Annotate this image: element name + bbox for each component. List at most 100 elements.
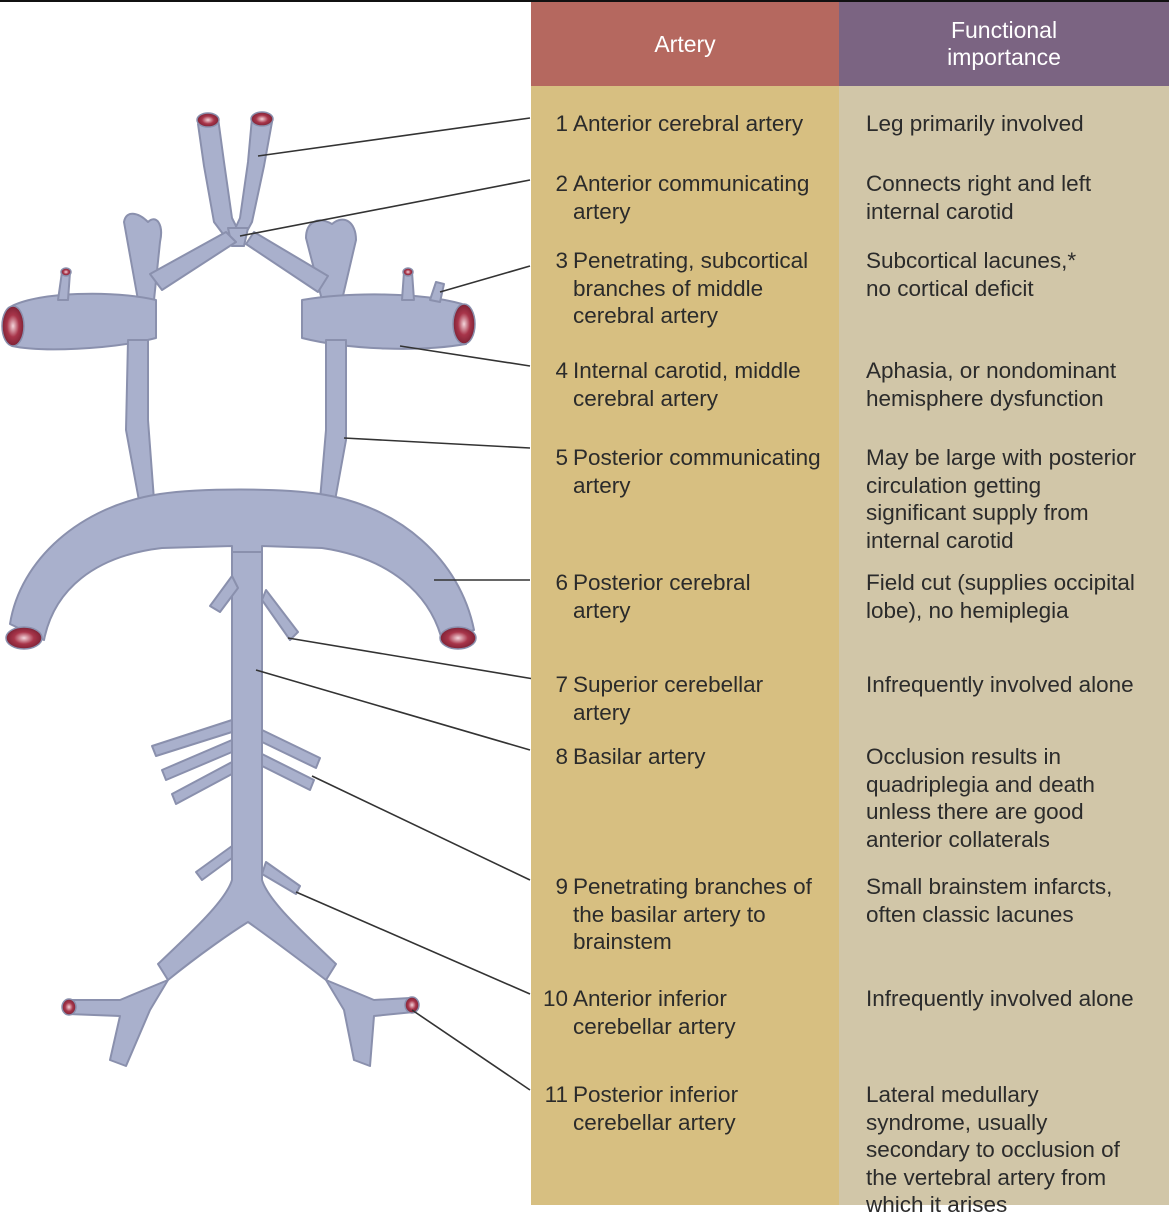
basilar-branch-l2 bbox=[161, 739, 233, 781]
artery-header: Artery bbox=[531, 2, 839, 86]
functional-importance-column bbox=[839, 86, 1169, 1205]
artery-name-line: Penetrating, subcortical bbox=[573, 248, 809, 273]
superior-cerebellar-left bbox=[209, 575, 239, 613]
lumen-aica-right bbox=[404, 996, 420, 1014]
artery-name-line: Penetrating branches of bbox=[573, 874, 812, 899]
basilar-branch-r2 bbox=[261, 753, 315, 791]
functional-importance-line: circulation getting bbox=[866, 472, 1042, 498]
artery-name-line: cerebral artery bbox=[573, 385, 719, 411]
artery-name-line: cerebellar artery bbox=[573, 1109, 736, 1135]
leader-5 bbox=[343, 437, 531, 449]
artery-column bbox=[531, 86, 839, 1205]
row-number-9: 9 bbox=[555, 874, 568, 899]
artery-name-line: the basilar artery to bbox=[573, 901, 766, 927]
basilar-branch-r1 bbox=[261, 729, 321, 769]
functional-importance-line: May be large with posterior bbox=[866, 445, 1137, 470]
row-number-4: 4 bbox=[555, 358, 568, 383]
artery-name-line: brainstem bbox=[573, 929, 672, 954]
functional-importance-line: hemisphere dysfunction bbox=[866, 385, 1104, 411]
functional-importance-line: anterior collaterals bbox=[866, 826, 1050, 852]
basilar-branch-l4 bbox=[195, 845, 233, 881]
artery-name-line: artery bbox=[573, 699, 631, 725]
leader-10 bbox=[295, 891, 531, 995]
artery-name-line: cerebellar artery bbox=[573, 1013, 736, 1039]
leader-8 bbox=[255, 669, 531, 751]
functional-header-line-2: importance bbox=[947, 44, 1061, 70]
functional-importance-7: Infrequently involved alone bbox=[866, 671, 1162, 699]
row-number-2: 2 bbox=[555, 171, 568, 196]
aca-branch-right bbox=[245, 231, 329, 293]
functional-importance-line: Occlusion results in bbox=[866, 744, 1062, 769]
functional-importance-line: internal carotid bbox=[866, 198, 1014, 224]
functional-importance-line: syndrome, usually bbox=[866, 1109, 1048, 1135]
leader-2 bbox=[239, 179, 531, 237]
functional-importance-3: Subcortical lacunes,*no cortical deficit bbox=[866, 247, 1162, 302]
top-rule bbox=[0, 0, 1169, 2]
functional-importance-line: significant supply from bbox=[866, 500, 1089, 525]
leader-9 bbox=[311, 775, 531, 881]
functional-importance-line: Subcortical lacunes,* bbox=[866, 248, 1077, 273]
anterior-inferior-cerebellar-left bbox=[67, 979, 169, 1067]
anterior-inferior-cerebellar-right bbox=[325, 979, 415, 1067]
artery-name-line: artery bbox=[573, 472, 631, 498]
basilar-branch-r4 bbox=[261, 861, 301, 895]
artery-name-line: Posterior inferior bbox=[573, 1082, 739, 1107]
functional-importance-9: Small brainstem infarcts,often classic l… bbox=[866, 873, 1162, 928]
functional-importance-line: often classic lacunes bbox=[866, 901, 1074, 927]
lumen-aca-right bbox=[250, 111, 274, 127]
row-number-10: 10 bbox=[542, 986, 568, 1011]
artery-name-line: cerebral artery bbox=[573, 303, 719, 328]
artery-name-line: Anterior inferior bbox=[573, 986, 727, 1011]
functional-importance-header: Functional importance bbox=[839, 2, 1169, 86]
functional-importance-line: Field cut (supplies occipital bbox=[866, 570, 1135, 595]
posterior-communicating-right bbox=[319, 339, 347, 507]
functional-importance-line: internal carotid bbox=[866, 527, 1014, 553]
lumen-pca-left bbox=[5, 626, 43, 650]
artery-name-line: Posterior cerebral bbox=[573, 570, 751, 595]
lumen-aica-left bbox=[61, 998, 77, 1016]
lumen-mca-left bbox=[1, 305, 25, 347]
artery-name-line: artery bbox=[573, 198, 631, 224]
artery-name-8: Basilar artery bbox=[573, 743, 835, 771]
lumen-aca-left bbox=[196, 112, 220, 128]
functional-importance-line: secondary to occlusion of bbox=[866, 1137, 1120, 1162]
row-number-3: 3 bbox=[555, 248, 568, 273]
lumen-branch-left bbox=[60, 267, 72, 277]
functional-importance-line: Connects right and left bbox=[866, 171, 1092, 196]
row-number-7: 7 bbox=[555, 672, 568, 697]
functional-importance-line: Lateral medullary bbox=[866, 1082, 1039, 1107]
aca-branch-left bbox=[149, 231, 237, 291]
artery-name-line: Superior cerebellar bbox=[573, 672, 764, 697]
functional-importance-line: lobe), no hemiplegia bbox=[866, 597, 1069, 623]
artery-name-line: Internal carotid, middle bbox=[573, 358, 801, 383]
lumen-pca-right bbox=[439, 626, 477, 650]
lumen-branch-right bbox=[402, 267, 414, 277]
basilar-branch-l1 bbox=[151, 719, 233, 757]
artery-name-line: Anterior cerebral artery bbox=[573, 111, 804, 136]
basilar-branch-l3 bbox=[171, 761, 233, 805]
artery-name-line: Posterior communicating bbox=[573, 445, 821, 470]
row-number-1: 1 bbox=[555, 111, 568, 136]
artery-name-1: Anterior cerebral artery bbox=[573, 110, 835, 138]
leader-1 bbox=[257, 117, 531, 157]
functional-importance-line: quadriplegia and death bbox=[866, 771, 1095, 797]
artery-name-line: artery bbox=[573, 597, 631, 623]
internal-carotid-left bbox=[123, 212, 162, 301]
leader-11 bbox=[411, 1009, 531, 1091]
lumen-mca-right bbox=[452, 303, 476, 345]
functional-importance-1: Leg primarily involved bbox=[866, 110, 1162, 138]
functional-importance-10: Infrequently involved alone bbox=[866, 985, 1162, 1013]
artery-name-line: Basilar artery bbox=[573, 744, 706, 769]
anterior-cerebral-artery-right bbox=[229, 117, 273, 245]
